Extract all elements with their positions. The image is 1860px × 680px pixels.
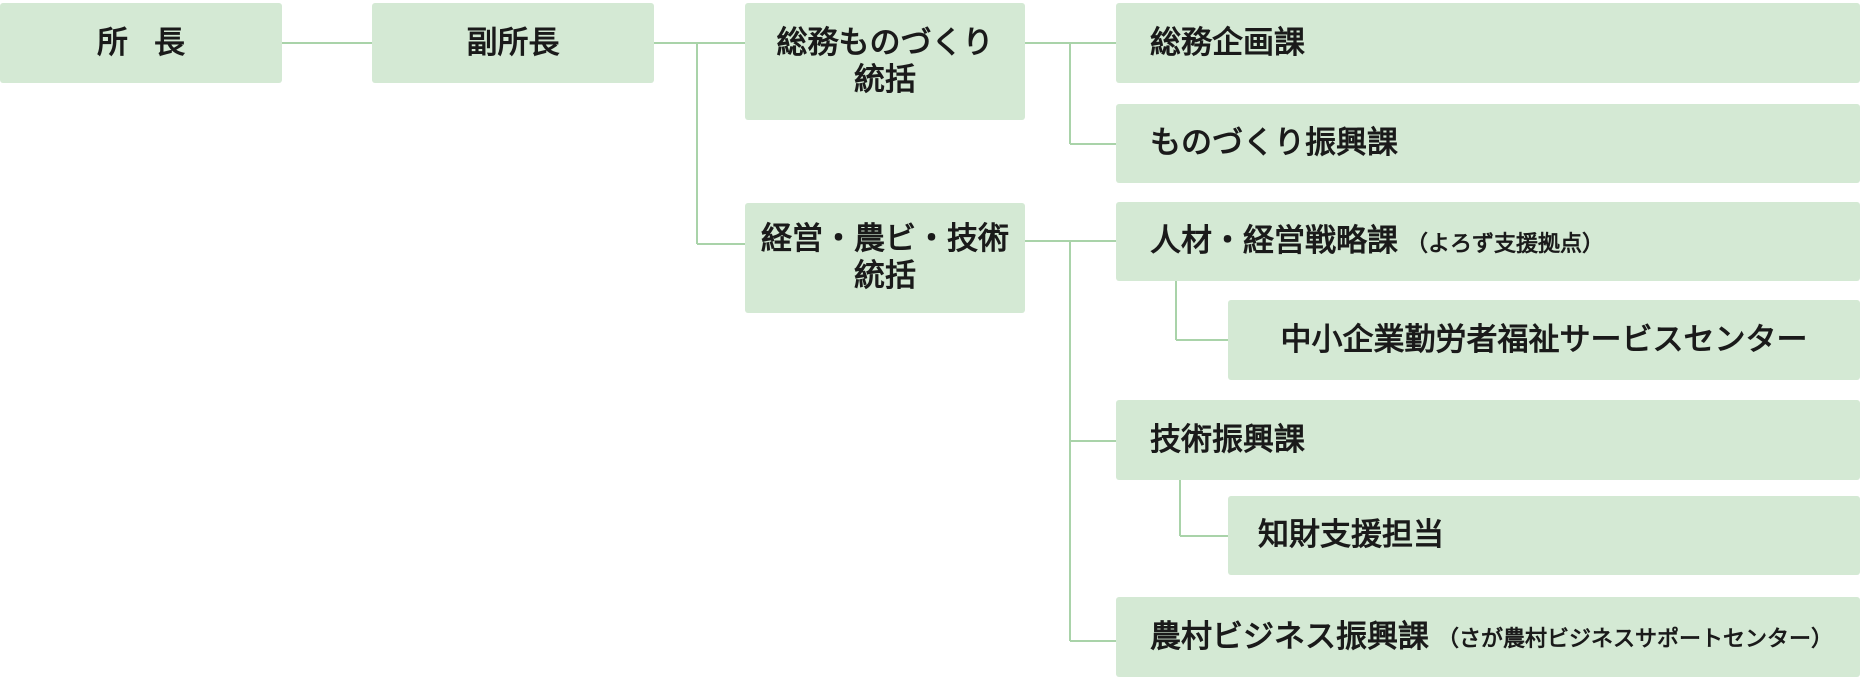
label-line1: 総務ものづくり: [776, 24, 994, 61]
label-line2: 統括: [854, 61, 916, 98]
label-line2: 統括: [854, 258, 916, 294]
label-manufacturing: ものづくり振興課: [1150, 125, 1398, 161]
box-director: 所長: [0, 3, 282, 83]
box-general-affairs: 総務企画課: [1116, 3, 1860, 83]
label-rural-note: （さが農村ビジネスサポートセンター）: [1437, 627, 1834, 652]
label-rural-business: 農村ビジネス振興課: [1150, 618, 1429, 655]
box-welfare-center: 中小企業勤労者福祉サービスセンター: [1228, 300, 1860, 380]
box-hr-strategy: 人材・経営戦略課 （よろず支援拠点）: [1116, 202, 1860, 281]
box-ip-support: 知財支援担当: [1228, 496, 1860, 575]
label-welfare-center: 中小企業勤労者福祉サービスセンター: [1280, 321, 1808, 358]
label-deputy: 副所長: [466, 24, 560, 61]
label-tech-promotion: 技術振興課: [1150, 421, 1305, 458]
label-hr-note: （よろず支援拠点）: [1406, 231, 1605, 257]
box-tech-promotion: 技術振興課: [1116, 400, 1860, 480]
box-deputy: 副所長: [372, 3, 654, 83]
label-general-affairs: 総務企画課: [1150, 24, 1305, 61]
box-management-agri-tech-supervisor: 経営・農ビ・技術 統括: [745, 203, 1025, 313]
label-ip-support: 知財支援担当: [1258, 517, 1444, 553]
box-rural-business: 農村ビジネス振興課 （さが農村ビジネスサポートセンター）: [1116, 597, 1860, 677]
label-management-agri-tech-supervisor: 経営・農ビ・技術 統括: [761, 221, 1009, 295]
box-general-manufacturing-supervisor: 総務ものづくり 統括: [745, 3, 1025, 120]
box-manufacturing: ものづくり振興課: [1116, 104, 1860, 183]
label-hr-strategy: 人材・経営戦略課: [1150, 223, 1398, 259]
label-director: 所長: [97, 24, 211, 61]
label-general-manufacturing-supervisor: 総務ものづくり 統括: [777, 25, 994, 99]
label-line1: 経営・農ビ・技術: [761, 221, 1009, 257]
